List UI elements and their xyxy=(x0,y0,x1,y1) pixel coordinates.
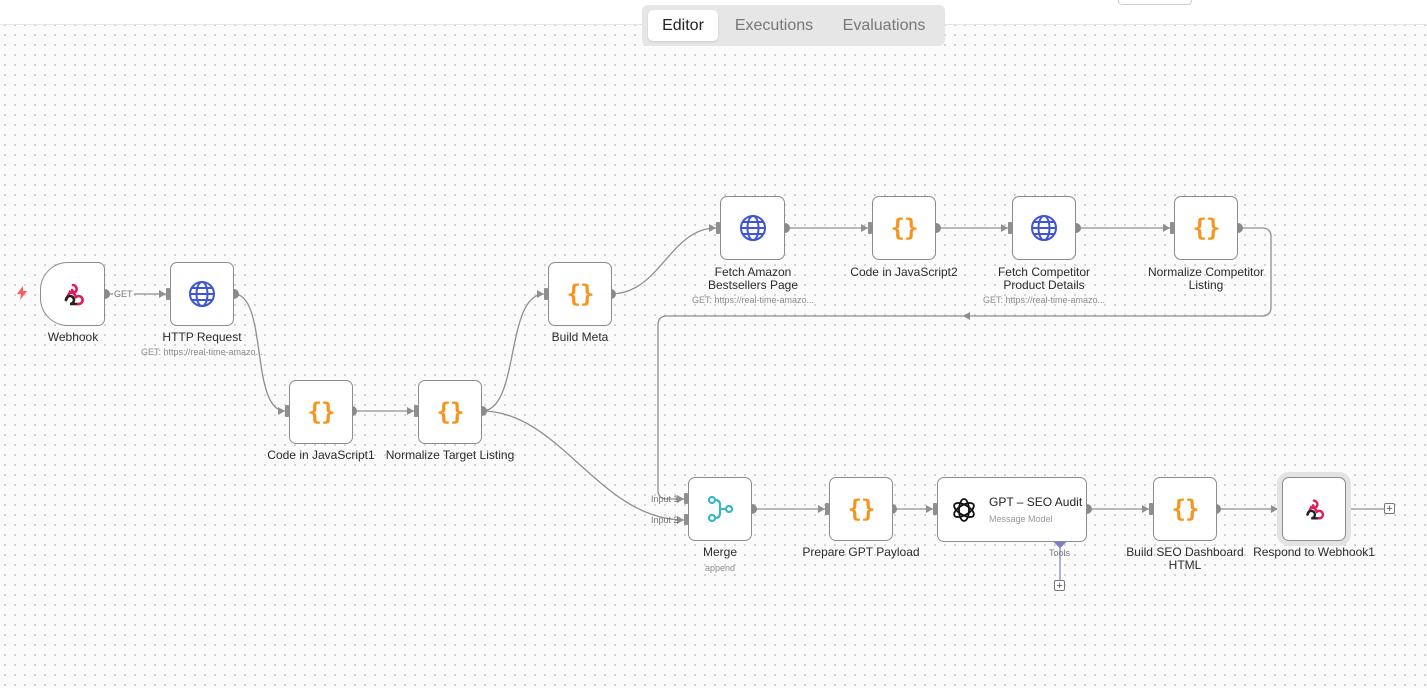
node-build-dashboard-label-line2: HTML xyxy=(1168,558,1202,572)
node-http-request[interactable] xyxy=(170,262,234,326)
node-normalize-competitor-label-line1: Normalize Competitor xyxy=(1147,265,1265,279)
node-gpt-subtitle: Message Model xyxy=(989,514,1053,524)
node-normalize-competitor-label: Normalize Competitor Listing xyxy=(1121,266,1291,292)
node-build-dashboard-label: Build SEO Dashboard HTML xyxy=(1100,546,1270,572)
code-braces-icon: {} xyxy=(890,214,919,242)
node-normalize-competitor[interactable]: {} xyxy=(1174,196,1238,260)
node-fetch-competitor-subtitle: GET: https://real-time-amazo... xyxy=(982,295,1106,305)
node-respond-webhook-label: Respond to Webhook1 xyxy=(1253,545,1375,559)
merge-input1-label: Input 1 xyxy=(651,494,679,504)
code-braces-icon: {} xyxy=(436,398,465,426)
node-prepare-gpt[interactable]: {} xyxy=(829,477,893,541)
node-normalize-target[interactable]: {} xyxy=(418,380,482,444)
code-braces-icon: {} xyxy=(1171,495,1200,523)
node-build-dashboard[interactable]: {} xyxy=(1153,477,1217,541)
node-fetch-bestsellers-label: Fetch Amazon Bestsellers Page xyxy=(668,266,838,292)
edge-buildmeta-fetchbest xyxy=(610,227,717,295)
node-fetch-competitor[interactable] xyxy=(1012,196,1076,260)
openai-icon xyxy=(953,497,975,522)
node-http-request-label: HTTP Request xyxy=(162,330,242,344)
edge-label-get: GET xyxy=(113,289,134,299)
code-braces-icon: {} xyxy=(566,280,595,308)
node-merge-label: Merge xyxy=(702,545,737,559)
webhook-icon xyxy=(1306,499,1325,520)
node-normalize-competitor-label-line2: Listing xyxy=(1188,278,1224,292)
edge-normalize-buildmeta xyxy=(481,293,545,412)
code-braces-icon: {} xyxy=(847,495,876,523)
edge-http-code1 xyxy=(233,293,286,412)
node-fetch-bestsellers-label-line1: Fetch Amazon xyxy=(714,265,792,279)
node-fetch-bestsellers-subtitle: GET: https://real-time-amazo... xyxy=(691,295,815,305)
node-code-js1[interactable]: {} xyxy=(289,380,353,444)
node-http-request-subtitle: GET: https://real-time-amazo... xyxy=(140,347,264,357)
node-fetch-competitor-label-line2: Product Details xyxy=(1003,278,1085,292)
node-fetch-competitor-label: Fetch Competitor Product Details xyxy=(959,266,1129,292)
node-build-dashboard-label-line1: Build SEO Dashboard xyxy=(1126,545,1244,559)
add-tool-button[interactable]: + xyxy=(1054,580,1065,592)
node-gpt-seo-audit[interactable]: GPT – SEO Audit Message Model xyxy=(937,477,1087,542)
tab-editor[interactable]: Editor xyxy=(648,10,718,41)
node-merge[interactable] xyxy=(688,477,752,541)
loop-arrow-icon xyxy=(963,312,970,320)
tab-executions[interactable]: Executions xyxy=(734,17,814,34)
trigger-bolt-icon xyxy=(17,286,27,300)
node-respond-webhook[interactable] xyxy=(1282,477,1346,541)
node-fetch-bestsellers[interactable] xyxy=(720,196,785,260)
node-code-js2[interactable]: {} xyxy=(872,196,936,260)
webhook-icon xyxy=(64,283,84,306)
node-gpt-title: GPT – SEO Audit xyxy=(989,495,1083,509)
edge-normalize-merge xyxy=(481,410,685,521)
node-webhook-label: Webhook xyxy=(47,330,99,344)
globe-icon xyxy=(739,215,766,241)
node-fetch-bestsellers-label-line2: Bestsellers Page xyxy=(707,278,799,292)
top-bar-button[interactable] xyxy=(1118,0,1192,5)
node-code-js1-label: Code in JavaScript1 xyxy=(267,448,375,462)
globe-icon xyxy=(189,281,215,307)
node-fetch-competitor-label-line1: Fetch Competitor xyxy=(997,265,1091,279)
node-prepare-gpt-label: Prepare GPT Payload xyxy=(802,545,920,559)
tools-label: Tools xyxy=(1049,548,1071,558)
node-normalize-target-label: Normalize Target Listing xyxy=(385,448,515,462)
add-node-after-respond-button[interactable]: + xyxy=(1384,503,1395,515)
node-code-js2-label: Code in JavaScript2 xyxy=(850,265,958,279)
node-build-meta-label: Build Meta xyxy=(551,330,609,344)
node-merge-subtitle: append xyxy=(704,563,736,573)
tab-evaluations[interactable]: Evaluations xyxy=(842,17,926,34)
node-webhook[interactable] xyxy=(40,262,105,326)
code-braces-icon: {} xyxy=(1192,214,1221,242)
code-braces-icon: {} xyxy=(307,398,336,426)
merge-icon xyxy=(707,495,734,523)
globe-icon xyxy=(1031,215,1057,241)
view-tabs: Editor Executions Evaluations xyxy=(642,5,945,46)
node-build-meta[interactable]: {} xyxy=(548,262,612,326)
merge-input2-label: Input 2 xyxy=(651,515,679,525)
